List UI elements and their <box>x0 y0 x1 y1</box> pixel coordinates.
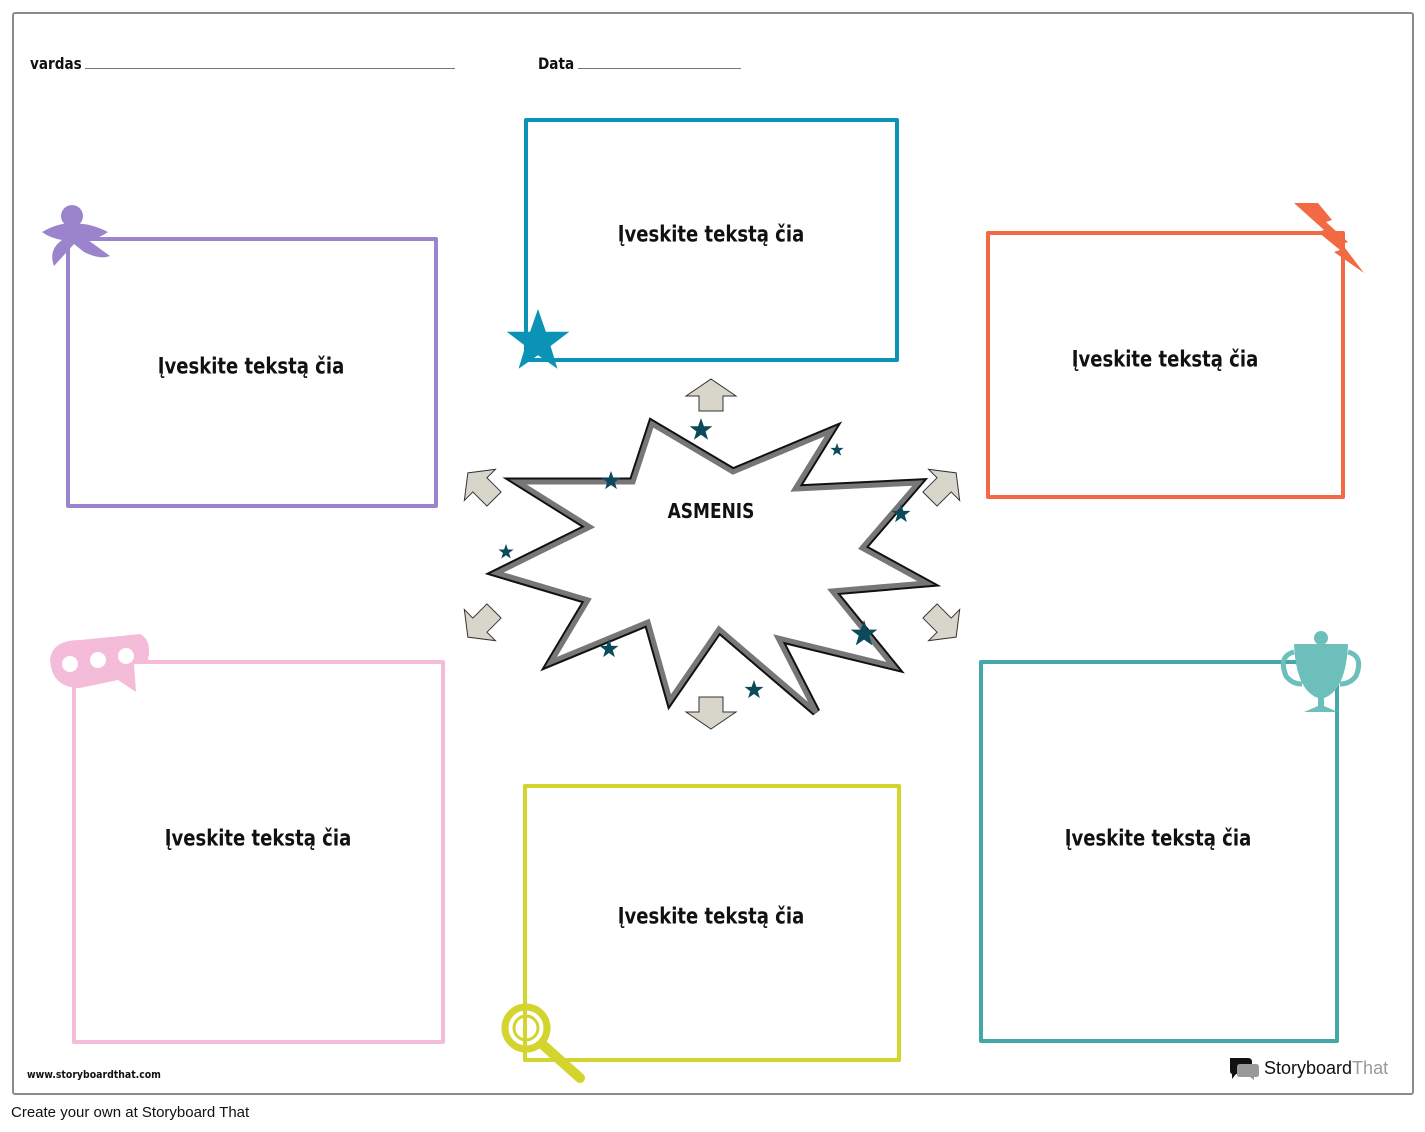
box-text[interactable]: Įveskite tekstą čia <box>164 826 352 852</box>
arrow-down-icon <box>684 696 738 730</box>
arrow-down-left-icon <box>463 603 502 642</box>
arrow-up-left-icon <box>463 468 502 507</box>
starburst-shape <box>484 417 942 716</box>
brand-part1: Storyboard <box>1264 1057 1353 1078</box>
center-label: ASMENIS <box>667 499 755 523</box>
box-text[interactable]: Įveskite tekstą čia <box>157 354 345 380</box>
date-line[interactable] <box>578 68 741 69</box>
star-icon <box>599 639 619 658</box>
star-icon <box>689 418 713 440</box>
text-box-bottom-right[interactable] <box>979 660 1339 1043</box>
create-your-own-link[interactable]: Create your own at Storyboard That <box>11 1104 250 1121</box>
arrow-down-right-icon <box>922 603 961 642</box>
name-line[interactable] <box>85 68 455 69</box>
meeple-icon <box>42 205 110 266</box>
box-text[interactable]: Įveskite tekstą čia <box>1064 826 1252 852</box>
box-text[interactable]: Įveskite tekstą čia <box>617 904 805 930</box>
box-text[interactable]: Įveskite tekstą čia <box>1071 347 1259 373</box>
star-icon <box>601 471 621 490</box>
box-text[interactable]: Įveskite tekstą čia <box>617 222 805 248</box>
name-label: vardas <box>30 54 82 73</box>
arrow-up-right-icon <box>922 468 961 507</box>
arrow-up-icon <box>684 378 738 412</box>
trophy-icon <box>1280 631 1362 712</box>
text-box-top-left[interactable] <box>66 237 438 508</box>
text-box-top-center[interactable] <box>524 118 899 362</box>
star-icon <box>850 620 878 646</box>
brand-name: StoryboardThat <box>1264 1058 1388 1079</box>
lightning-icon <box>1294 203 1364 273</box>
text-box-bottom-left[interactable] <box>72 660 445 1044</box>
mask-icon <box>50 634 149 692</box>
magnifier-icon <box>501 1003 585 1083</box>
text-box-top-right[interactable] <box>986 231 1345 499</box>
star-icon <box>744 680 764 699</box>
storyboardthat-logo[interactable]: StoryboardThat <box>1228 1056 1388 1080</box>
brand-part2: That <box>1352 1057 1389 1078</box>
star-icon <box>830 443 844 456</box>
star-icon <box>498 544 514 559</box>
website-url[interactable]: www.storyboardthat.com <box>27 1068 161 1081</box>
date-label: Data <box>538 54 575 73</box>
star-icon <box>506 309 570 369</box>
star-icon <box>891 504 911 523</box>
text-box-bottom-center[interactable] <box>523 784 901 1062</box>
speech-bubbles-icon <box>1230 1058 1259 1080</box>
